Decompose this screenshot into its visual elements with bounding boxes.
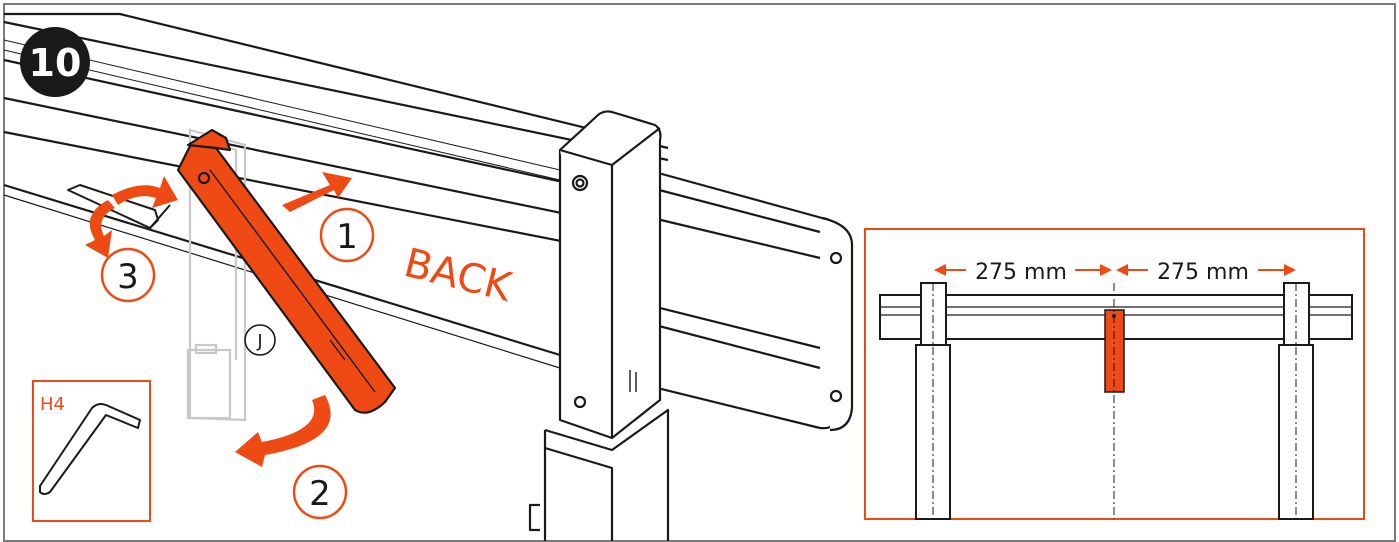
- callout-3-number: 3: [117, 257, 139, 297]
- arrow-1-push-up: [282, 172, 352, 212]
- arrow-2-rotate: [235, 395, 331, 467]
- callout-3: 3: [100, 247, 156, 303]
- arrow-3-rotate-left: [85, 200, 115, 258]
- dimension-arrows: [934, 264, 1296, 276]
- part-j-letter: J: [256, 331, 262, 352]
- motion-arrows: [85, 172, 352, 467]
- tool-h4-box: H4: [32, 380, 151, 522]
- callout-2: 2: [292, 464, 348, 520]
- part-j-label: J: [244, 324, 276, 356]
- callout-1-number: 1: [336, 217, 358, 257]
- step-badge: 10: [20, 27, 90, 97]
- hex-key-icon: [39, 403, 141, 495]
- tool-h4-label: H4: [40, 394, 65, 415]
- step-number: 10: [29, 41, 82, 85]
- upright-leg: [528, 110, 670, 541]
- arrow-3-rotate-top: [112, 176, 178, 208]
- orange-bracket: [176, 128, 397, 414]
- callout-1: 1: [319, 207, 375, 263]
- inset-detail: 275 mm 275 mm: [864, 228, 1365, 520]
- callout-2-number: 2: [309, 474, 331, 514]
- dimension-left: 275 mm: [975, 260, 1067, 285]
- dimension-right: 275 mm: [1157, 260, 1249, 285]
